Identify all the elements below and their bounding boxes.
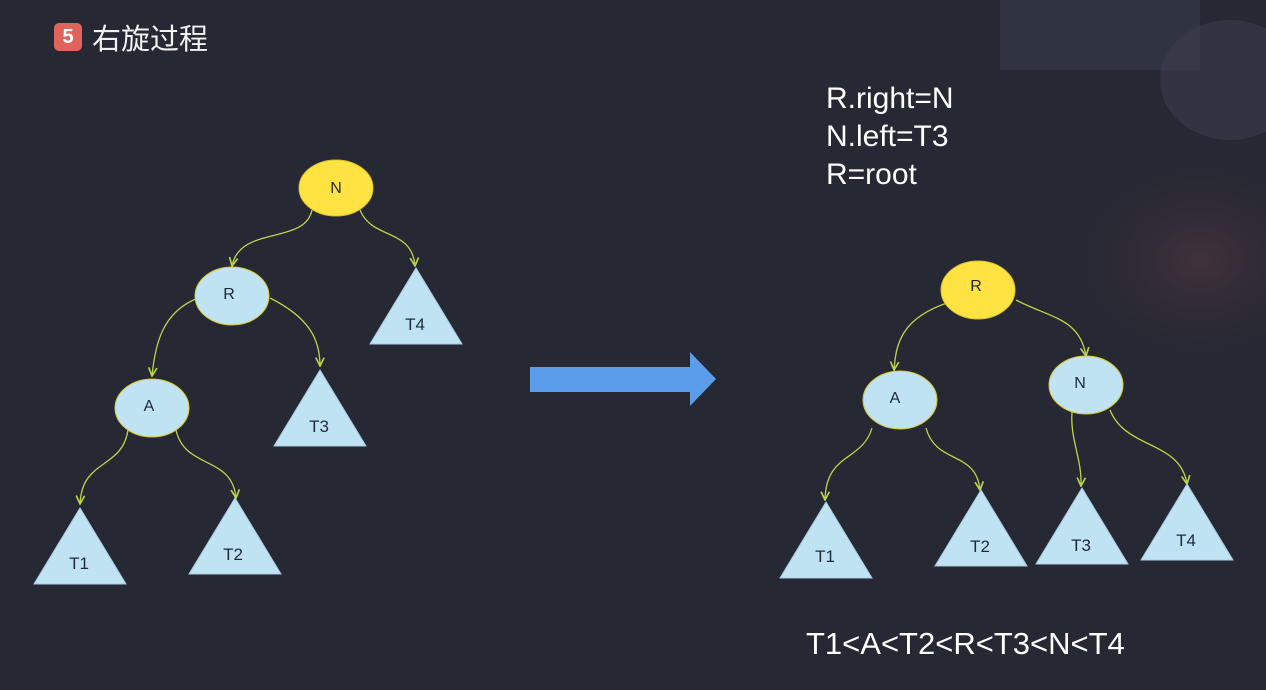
- edge-a-t1: [80, 429, 129, 504]
- subtree-label: T3: [309, 417, 329, 436]
- after-node-r: R: [940, 260, 1016, 320]
- edge-r-t3: [269, 297, 320, 366]
- code-line: R.right=N: [826, 82, 954, 115]
- subtree-label: T1: [69, 554, 89, 573]
- node-label: A: [890, 390, 901, 407]
- after-subtree-t3: T3: [1035, 487, 1129, 565]
- edge-r-n: [1015, 299, 1086, 356]
- edge-n-t4: [1109, 409, 1187, 484]
- rotation-code: R.right=N N.left=T3 R=root: [826, 80, 954, 194]
- edge-r-a: [894, 301, 951, 370]
- code-line: N.left=T3: [826, 120, 949, 153]
- edge-r-a: [152, 297, 199, 376]
- transform-arrow: [530, 352, 716, 406]
- before-subtree-t3: T3: [273, 369, 367, 447]
- edge-a-t2: [175, 429, 236, 498]
- node-label: R: [223, 286, 235, 303]
- step-badge: 5: [54, 23, 82, 51]
- after-subtree-t1: T1: [779, 501, 873, 579]
- subtree-label: T2: [970, 537, 990, 556]
- node-label: N: [1074, 375, 1086, 392]
- subtree-label: T4: [405, 315, 425, 334]
- edge-a-t1: [825, 427, 873, 500]
- in-order-relation: T1<A<T2<R<T3<N<T4: [806, 626, 1125, 661]
- subtree-label: T2: [223, 545, 243, 564]
- edge-n-r: [232, 209, 313, 266]
- node-label: R: [970, 278, 982, 295]
- after-subtree-t2: T2: [934, 489, 1028, 567]
- before-node-r: R: [194, 266, 270, 326]
- after-node-n: N: [1048, 355, 1124, 415]
- before-tree-edges: [80, 209, 415, 504]
- before-subtree-t2: T2: [188, 497, 282, 575]
- before-node-a: A: [114, 378, 190, 438]
- code-line: R=root: [826, 158, 917, 191]
- edge-a-t2: [925, 427, 980, 490]
- node-label: N: [330, 180, 342, 197]
- after-tree-edges: [825, 299, 1187, 500]
- slide-header: 5 右旋过程: [54, 16, 208, 58]
- subtree-label: T4: [1176, 531, 1196, 550]
- subtree-label: T1: [815, 547, 835, 566]
- before-subtree-t4: T4: [369, 267, 463, 345]
- before-node-n: N: [298, 159, 374, 217]
- subtree-label: T3: [1071, 536, 1091, 555]
- before-subtree-t1: T1: [33, 507, 127, 585]
- edge-n-t3: [1071, 411, 1081, 486]
- after-subtree-t4: T4: [1140, 483, 1234, 561]
- after-node-a: A: [862, 370, 938, 430]
- edge-n-t4: [359, 209, 415, 266]
- node-label: A: [144, 398, 155, 415]
- page-title: 右旋过程: [92, 22, 209, 56]
